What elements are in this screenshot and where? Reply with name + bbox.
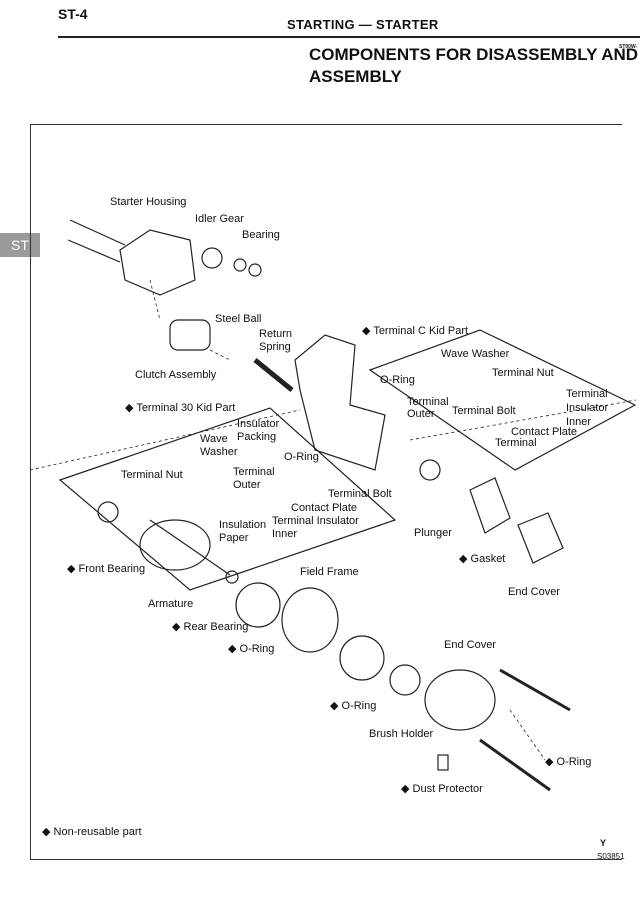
- label-o-ring: ◆ O-Ring: [228, 643, 275, 655]
- label-clutch-assembly: Clutch Assembly: [135, 369, 217, 381]
- dust-protector-part: [437, 754, 449, 771]
- armature-part: [139, 519, 231, 576]
- label-rear-bearing: ◆ Rear Bearing: [172, 621, 249, 633]
- label-bearing: Bearing: [242, 229, 280, 241]
- bearing-part: [233, 258, 247, 272]
- footer-mark: Y: [600, 838, 607, 848]
- rear-bearing-part: [225, 570, 239, 584]
- label-o-ring: O-Ring: [380, 374, 415, 386]
- corner-code: ST00W-: [619, 44, 638, 50]
- label-terminal-nut: Terminal Nut: [121, 469, 183, 481]
- label-packing: Packing: [237, 431, 277, 443]
- header-rule: [58, 36, 640, 38]
- o-ring-part: [235, 582, 281, 628]
- diagram-frame: [30, 124, 622, 860]
- label-terminal: Terminal: [233, 466, 275, 478]
- idler-gear-part: [201, 247, 223, 269]
- section-title: STARTING — STARTER: [287, 17, 439, 32]
- terminal-c-kit-box: [368, 329, 637, 471]
- label-brush-holder: Brush Holder: [369, 728, 434, 740]
- label-insulator: Insulator: [237, 418, 280, 430]
- label-return: Return: [259, 328, 293, 340]
- label-terminal-bolt: Terminal Bolt: [452, 405, 516, 417]
- label-terminal: Terminal: [566, 388, 608, 400]
- through-bolt-part: [479, 738, 551, 792]
- figure-code: S03851: [597, 852, 625, 861]
- label-terminal: Terminal: [495, 437, 537, 449]
- label-field-frame: Field Frame: [300, 566, 359, 578]
- starter-housing-part: [67, 219, 196, 296]
- label-armature: Armature: [148, 598, 194, 610]
- label-steel-ball: Steel Ball: [215, 313, 262, 325]
- legend-non-reusable: ◆ Non-reusable part: [42, 826, 142, 838]
- label-spring: Spring: [259, 341, 291, 353]
- label-o-ring: O-Ring: [284, 451, 319, 463]
- label-o-ring: ◆ O-Ring: [545, 756, 592, 768]
- label-wave-washer: Wave Washer: [441, 348, 510, 360]
- label-terminal: Terminal: [407, 396, 449, 408]
- side-tab: ST: [0, 233, 40, 257]
- label-wave: Wave: [200, 433, 228, 445]
- plunger-part: [419, 459, 441, 481]
- label-terminal-bolt: Terminal Bolt: [328, 488, 392, 500]
- label-outer: Outer: [233, 479, 261, 491]
- label-terminal-insulator: Terminal Insulator: [272, 515, 359, 527]
- label-idler-gear: Idler Gear: [195, 213, 244, 225]
- through-bolt-part: [499, 668, 571, 712]
- field-frame-part: [281, 587, 339, 653]
- label-contact-plate: Contact Plate: [511, 426, 578, 438]
- label-starter-housing: Starter Housing: [110, 196, 187, 208]
- label-terminal-c-kit: ◆ Terminal C Kid Part: [362, 325, 469, 337]
- label-terminal-30-kit: ◆ Terminal 30 Kid Part: [125, 402, 236, 414]
- gasket-part: [469, 477, 511, 534]
- label-o-ring: ◆ O-Ring: [330, 700, 377, 712]
- label-dust-protector: ◆ Dust Protector: [401, 783, 483, 795]
- end-cover-rear-part: [424, 669, 496, 731]
- label-terminal-nut: Terminal Nut: [492, 367, 554, 379]
- label-insulation: Insulation: [219, 519, 267, 531]
- label-end-cover: End Cover: [444, 639, 496, 651]
- page-number: ST-4: [58, 6, 88, 22]
- o-ring-part: [339, 635, 385, 681]
- label-paper: Paper: [219, 532, 249, 544]
- label-inner: Inner: [566, 416, 592, 428]
- label-contact-plate: Contact Plate: [291, 502, 358, 514]
- return-spring-part: [253, 358, 294, 392]
- label-gasket: ◆ Gasket: [459, 553, 506, 565]
- label-plunger: Plunger: [414, 527, 452, 539]
- front-bearing-part: [97, 501, 119, 523]
- brush-holder-part: [389, 664, 421, 696]
- label-washer: Washer: [200, 446, 238, 458]
- label-front-bearing: ◆ Front Bearing: [67, 563, 146, 575]
- solenoid-housing-part: [294, 334, 386, 471]
- label-inner: Inner: [272, 528, 298, 540]
- clutch-assembly-part: [169, 319, 211, 351]
- label-insulator: Insulator: [566, 402, 609, 414]
- label-end-cover: End Cover: [508, 586, 560, 598]
- end-cover-part: [517, 512, 564, 564]
- label-outer: Outer: [407, 408, 435, 420]
